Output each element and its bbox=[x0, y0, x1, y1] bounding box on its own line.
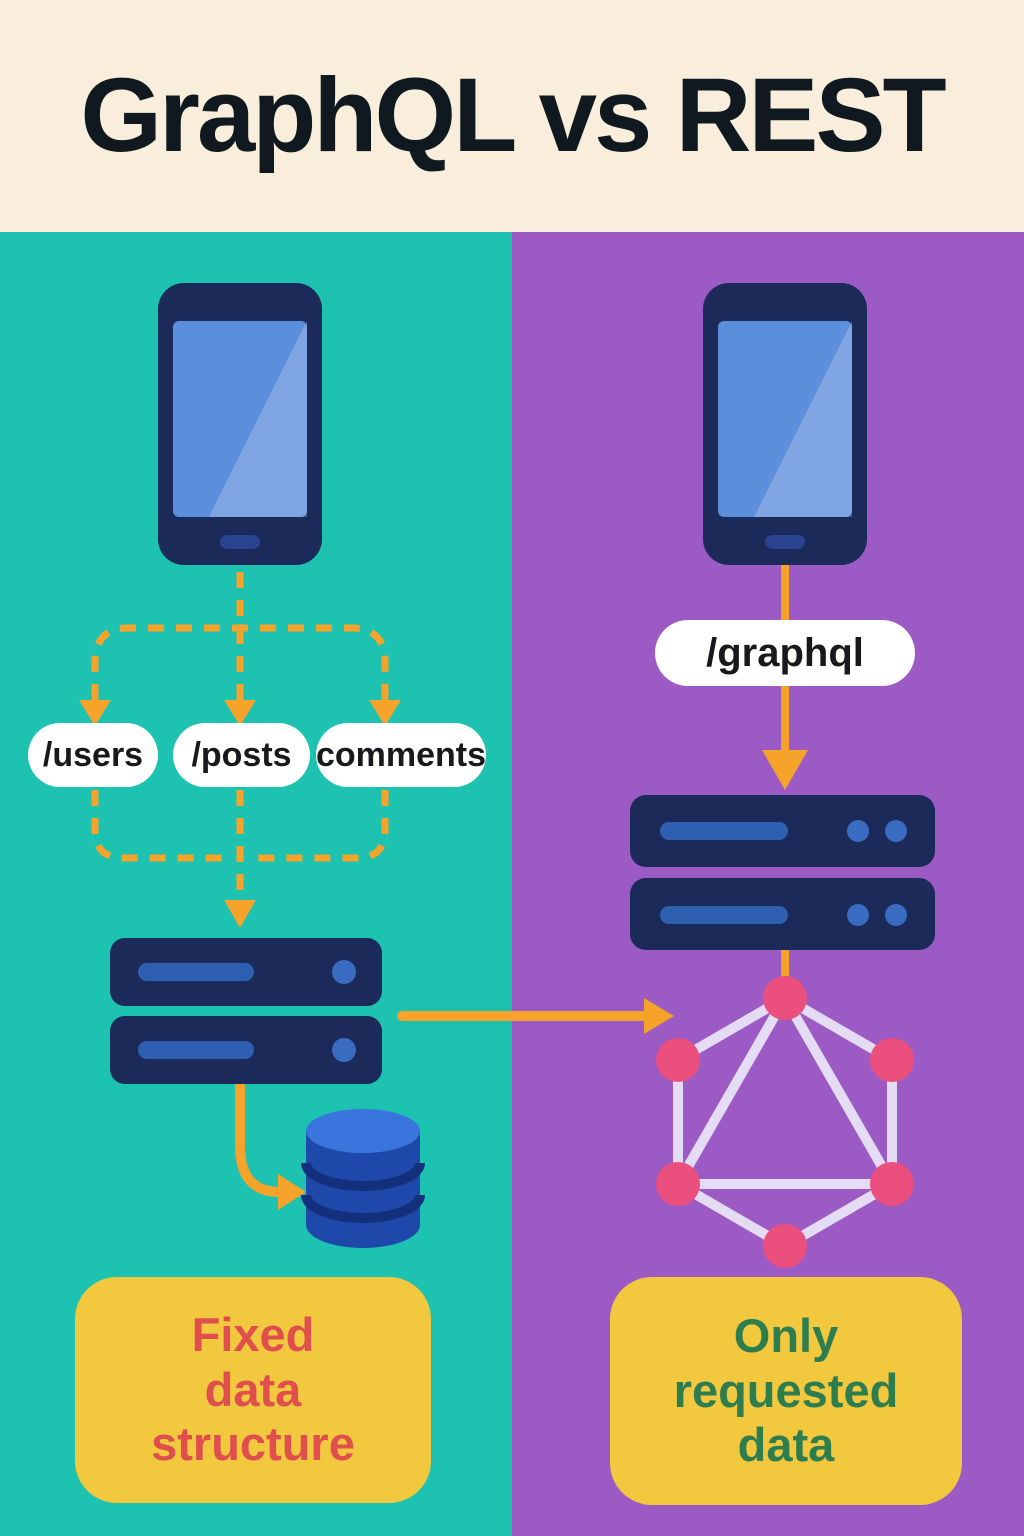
caption-line: data bbox=[737, 1418, 835, 1472]
caption-line: Fixed bbox=[191, 1308, 315, 1362]
endpoint-label: comments bbox=[315, 735, 487, 774]
rest-caption-box: Fixed data structure bbox=[75, 1277, 431, 1503]
graphql-server-icon bbox=[630, 795, 935, 950]
graphql-caption-box: Only requested data bbox=[610, 1277, 962, 1505]
database-icon bbox=[298, 1105, 428, 1255]
caption-line: Only bbox=[733, 1309, 839, 1363]
endpoint-label: /users bbox=[42, 735, 144, 774]
caption-line: data bbox=[204, 1362, 302, 1416]
endpoint-label: /graphql bbox=[706, 630, 864, 675]
rest-client-smartphone-icon bbox=[158, 283, 322, 565]
rest-endpoint-pill-posts: /posts bbox=[173, 723, 310, 787]
endpoint-label: /posts bbox=[191, 735, 292, 774]
graphql-client-smartphone-icon bbox=[703, 283, 867, 565]
page-title: GraphQL vs REST bbox=[80, 57, 946, 174]
rest-endpoint-pill-comments: comments bbox=[316, 723, 486, 787]
rest-server-icon bbox=[110, 938, 382, 1084]
caption-line: structure bbox=[151, 1417, 355, 1471]
rest-endpoint-pill-users: /users bbox=[28, 723, 158, 787]
graphql-endpoint-pill: /graphql bbox=[655, 620, 915, 686]
graphql-logo-icon bbox=[640, 972, 930, 1272]
caption-line: requested bbox=[673, 1363, 899, 1417]
header-band: GraphQL vs REST bbox=[0, 0, 1024, 232]
